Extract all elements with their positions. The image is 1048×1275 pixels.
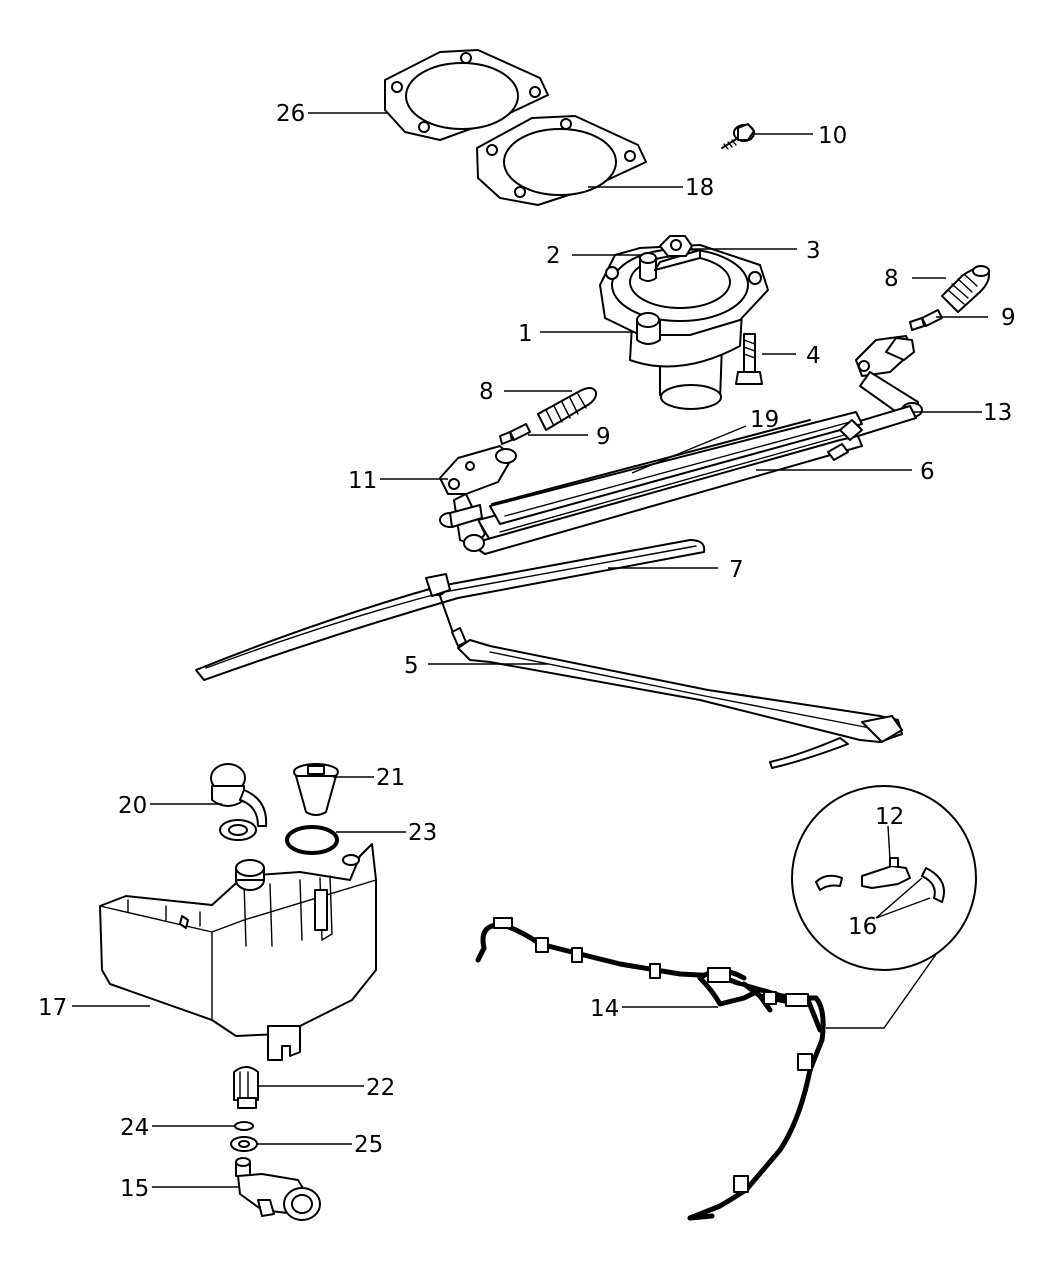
callout-24: 24 [120,1115,149,1141]
callout-2: 2 [546,243,561,269]
pivot-11-left [439,445,517,552]
grommet-22 [233,1066,259,1109]
callout-21: 21 [376,765,405,791]
callout-labels: 26 10 18 2 3 8 9 1 4 8 13 9 19 11 6 7 5 … [38,101,1016,1202]
callout-8-right: 8 [884,266,899,292]
callout-1: 1 [518,321,533,347]
motor-nut-3 [659,235,693,257]
washer-reservoir-17 [99,843,377,1061]
callout-26: 26 [276,101,305,127]
screw-10 [721,123,755,150]
o-ring-23 [285,825,339,855]
connector-12 [861,857,911,889]
filler-cap-20 [210,763,268,841]
callout-20: 20 [118,793,147,819]
callout-10: 10 [818,123,847,149]
callout-11: 11 [348,468,377,494]
callout-14: 14 [590,996,619,1022]
pivot-boot-8-right [941,265,990,313]
callout-17: 17 [38,995,67,1021]
callout-3: 3 [806,238,821,264]
callout-19: 19 [750,407,779,433]
callout-16: 16 [848,914,877,940]
callout-18: 18 [685,175,714,201]
seal-16 [815,867,945,903]
wiper-motor-1 [599,244,769,410]
callout-7: 7 [729,557,744,583]
wiper-linkage-6 [469,405,917,555]
bolt-4 [735,333,763,385]
washer-pump-15 [235,1157,321,1221]
callout-13: 13 [983,400,1012,426]
motor-crank-2 [639,249,701,282]
callout-5: 5 [404,653,419,679]
clip-9-left [499,423,531,445]
callout-23: 23 [408,820,437,846]
wiring-harness-14 [475,917,826,1221]
leader-lines [72,112,988,1188]
callout-22: 22 [366,1075,395,1101]
pivot-13-right [855,335,923,419]
callout-25: 25 [354,1132,383,1158]
pivot-boot-8-left [537,387,598,431]
callout-4: 4 [806,343,821,369]
clip-9-right [909,309,943,331]
callout-6: 6 [920,459,935,485]
callout-9-left: 9 [596,424,611,450]
wiper-blade-7 [195,539,706,681]
seal-25 [230,1136,258,1152]
callout-15: 15 [120,1176,149,1202]
callout-8-left: 8 [479,379,494,405]
gasket-26 [384,49,549,141]
callout-12: 12 [875,804,904,830]
wiper-arm-5 [439,595,903,769]
washer-24 [234,1121,254,1131]
link-rod-19 [491,419,811,505]
callout-9-right: 9 [1001,305,1016,331]
gasket-18 [476,115,647,206]
filler-neck-21 [293,763,339,816]
